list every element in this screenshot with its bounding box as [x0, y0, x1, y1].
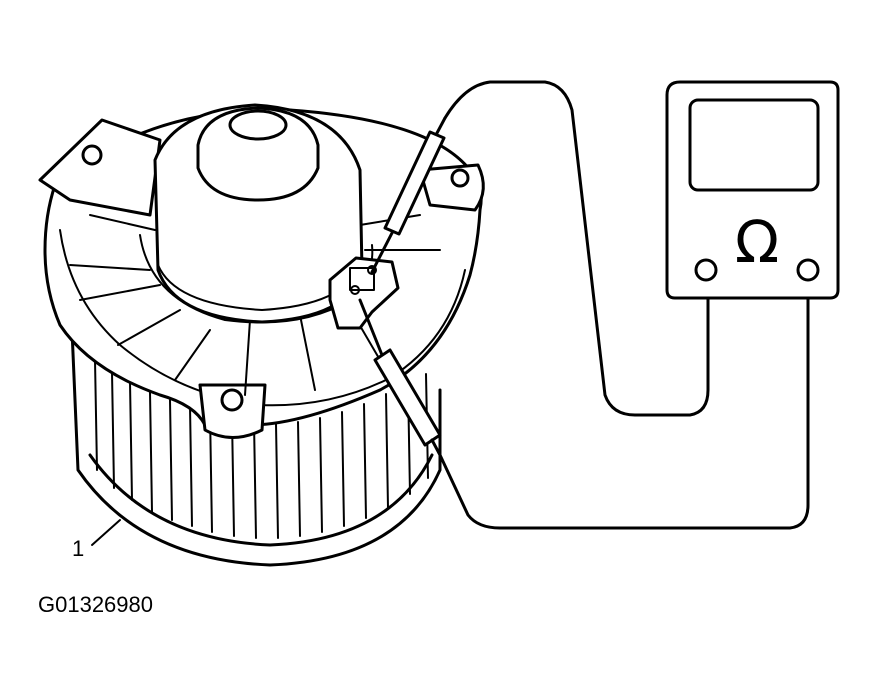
test-probe-icon	[358, 116, 447, 457]
blower-motor-icon	[38, 103, 485, 567]
figure-code: G01326980	[38, 592, 153, 617]
callout-1: 1	[72, 519, 121, 561]
motor-dome	[153, 103, 364, 324]
connector-icon	[328, 256, 400, 330]
callout-number: 1	[72, 536, 84, 561]
meter-jack-right	[796, 258, 820, 282]
ohmmeter-icon: Ω	[665, 80, 840, 300]
meter-jack-left	[694, 258, 718, 282]
ohm-symbol: Ω	[735, 208, 779, 276]
meter-display	[688, 98, 820, 192]
test-leads	[438, 80, 810, 530]
